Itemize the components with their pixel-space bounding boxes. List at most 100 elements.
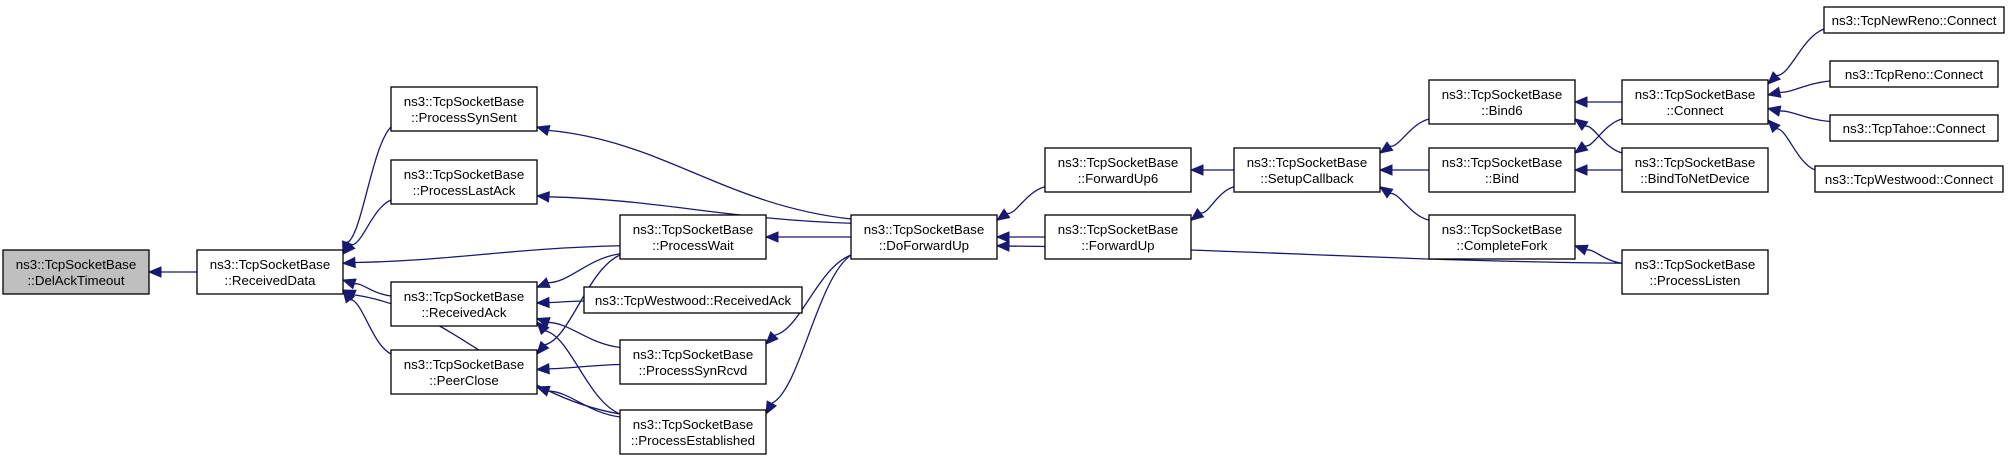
node-box: [1428, 214, 1576, 260]
node-label-line: ::ProcessEstablished: [631, 433, 755, 448]
edge-tahoeconnect-to-connect: [1766, 105, 1831, 123]
edge-bind-to-setupcallback: [1378, 164, 1429, 176]
arrowhead: [1573, 244, 1589, 256]
edge-line: [548, 129, 852, 220]
edge-forwardup6-to-doforwardup: [995, 186, 1046, 222]
node-label-line: ns3::TcpSocketBase: [404, 167, 524, 182]
node-delacktimeout: ns3::TcpSocketBase::DelAckTimeout: [2, 249, 150, 295]
node-box: [583, 286, 803, 314]
arrowhead: [147, 266, 162, 278]
node-box: [1814, 165, 2004, 193]
node-box: [1829, 60, 1999, 88]
node-processsynrcvd[interactable]: ns3::TcpSocketBase::ProcessSynRcvd: [619, 339, 767, 385]
edge-processsynrcvd-to-peerclose: [535, 363, 621, 375]
node-box: [390, 349, 538, 395]
node-bindtonetdevice[interactable]: ns3::TcpSocketBase::BindToNetDevice: [1621, 147, 1769, 193]
edge-doforwardup-to-processsynsent: [535, 125, 852, 220]
edge-line: [350, 199, 392, 246]
node-receivedack[interactable]: ns3::TcpSocketBase::ReceivedAck: [390, 281, 538, 327]
node-processsynsent[interactable]: ns3::TcpSocketBase::ProcessSynSent: [390, 86, 538, 132]
edge-receivedack-to-receiveddata: [341, 278, 392, 297]
node-box: [850, 214, 998, 260]
edge-line: [548, 321, 621, 349]
node-label-line: ::DoForwardUp: [879, 238, 969, 253]
edge-processwait-to-receiveddata: [341, 245, 621, 269]
edge-bindtonetdevice-to-bind: [1573, 164, 1622, 176]
node-renoconnect[interactable]: ns3::TcpReno::Connect: [1829, 60, 1999, 88]
node-label-line: ns3::TcpWestwood::Connect: [1825, 172, 1994, 187]
node-label-line: ns3::TcpSocketBase: [1442, 155, 1562, 170]
node-label-line: ::ReceivedAck: [422, 305, 507, 320]
edge-doforwardup-to-processsynrcvd: [765, 254, 852, 345]
node-processlisten[interactable]: ns3::TcpSocketBase::ProcessListen: [1621, 249, 1769, 295]
edge-line: [548, 300, 585, 304]
edge-line: [354, 283, 392, 297]
node-connect[interactable]: ns3::TcpSocketBase::Connect: [1621, 79, 1769, 125]
node-label-line: ::ProcessWait: [652, 238, 734, 253]
node-box: [1621, 249, 1769, 295]
node-forwardup[interactable]: ns3::TcpSocketBase::ForwardUp: [1044, 214, 1192, 260]
arrowhead: [1189, 207, 1205, 222]
edge-doforwardup-to-processlastack: [535, 191, 852, 224]
arrowhead: [341, 289, 357, 301]
node-bind6[interactable]: ns3::TcpSocketBase::Bind6: [1428, 79, 1576, 125]
edge-line: [1779, 80, 1831, 94]
node-label-line: ns3::TcpSocketBase: [1058, 222, 1178, 237]
node-box: [1823, 6, 2005, 34]
edge-line: [346, 126, 392, 244]
arrowhead: [995, 208, 1011, 222]
node-completefork[interactable]: ns3::TcpSocketBase::CompleteFork: [1428, 214, 1576, 260]
edge-line: [354, 245, 621, 264]
node-newrenoconnect[interactable]: ns3::TcpNewReno::Connect: [1823, 6, 2005, 34]
edge-westwoodreceivedack-to-receivedack: [535, 296, 585, 309]
arrowhead: [535, 125, 551, 137]
node-layer: ns3::TcpSocketBase::DelAckTimeoutns3::Tc…: [2, 6, 2005, 455]
node-label-line: ns3::TcpSocketBase: [633, 417, 753, 432]
edge-line: [771, 254, 852, 405]
node-label-line: ::ForwardUp6: [1078, 171, 1159, 186]
node-peerclose[interactable]: ns3::TcpSocketBase::PeerClose: [390, 349, 538, 395]
node-box: [619, 409, 767, 455]
node-receiveddata[interactable]: ns3::TcpSocketBase::ReceivedData: [196, 249, 344, 295]
edge-line: [349, 298, 392, 355]
node-forwardup6[interactable]: ns3::TcpSocketBase::ForwardUp6: [1044, 147, 1192, 193]
arrowhead: [1573, 118, 1589, 131]
node-label-line: ns3::TcpSocketBase: [210, 257, 330, 272]
node-label-line: ns3::TcpSocketBase: [404, 289, 524, 304]
edge-processestablished-to-peerclose: [535, 385, 621, 418]
node-label-line: ns3::TcpSocketBase: [633, 347, 753, 362]
node-processestablished[interactable]: ns3::TcpSocketBase::ProcessEstablished: [619, 409, 767, 455]
node-label-line: ns3::TcpSocketBase: [633, 222, 753, 237]
node-label-line: ::ReceivedData: [225, 273, 317, 288]
edge-line: [1389, 192, 1430, 221]
edge-processsynsent-to-receiveddata: [342, 126, 392, 256]
node-box: [2, 249, 150, 295]
edge-line: [774, 254, 852, 336]
edge-line: [1200, 186, 1235, 214]
edge-connect-to-bind: [1573, 118, 1623, 154]
node-westwoodreceivedack[interactable]: ns3::TcpWestwood::ReceivedAck: [583, 286, 803, 314]
node-label-line: ::BindToNetDevice: [1640, 171, 1749, 186]
node-bind[interactable]: ns3::TcpSocketBase::Bind: [1428, 147, 1576, 193]
node-box: [1233, 147, 1381, 193]
arrowhead: [536, 321, 550, 336]
node-tahoeconnect[interactable]: ns3::TcpTahoe::Connect: [1829, 114, 1999, 142]
node-westwoodconnect[interactable]: ns3::TcpWestwood::Connect: [1814, 165, 2004, 193]
node-processwait[interactable]: ns3::TcpSocketBase::ProcessWait: [619, 214, 767, 260]
node-label-line: ::ProcessListen: [1650, 273, 1741, 288]
node-setupcallback[interactable]: ns3::TcpSocketBase::SetupCallback: [1233, 147, 1381, 193]
edge-line: [1776, 128, 1816, 171]
edge-line: [1776, 28, 1825, 77]
arrowhead: [1378, 141, 1394, 154]
edge-processwait-to-receivedack: [535, 253, 621, 288]
node-label-line: ::ProcessSynRcvd: [639, 363, 748, 378]
arrowhead: [995, 240, 1010, 252]
node-label-line: ::SetupCallback: [1260, 171, 1353, 186]
node-processlastack[interactable]: ns3::TcpSocketBase::ProcessLastAck: [390, 159, 538, 205]
edge-line: [548, 196, 852, 224]
node-doforwardup[interactable]: ns3::TcpSocketBase::DoForwardUp: [850, 214, 998, 260]
arrowhead: [765, 331, 779, 345]
node-box: [196, 249, 344, 295]
arrowhead: [536, 340, 550, 356]
edge-line: [1584, 125, 1623, 154]
